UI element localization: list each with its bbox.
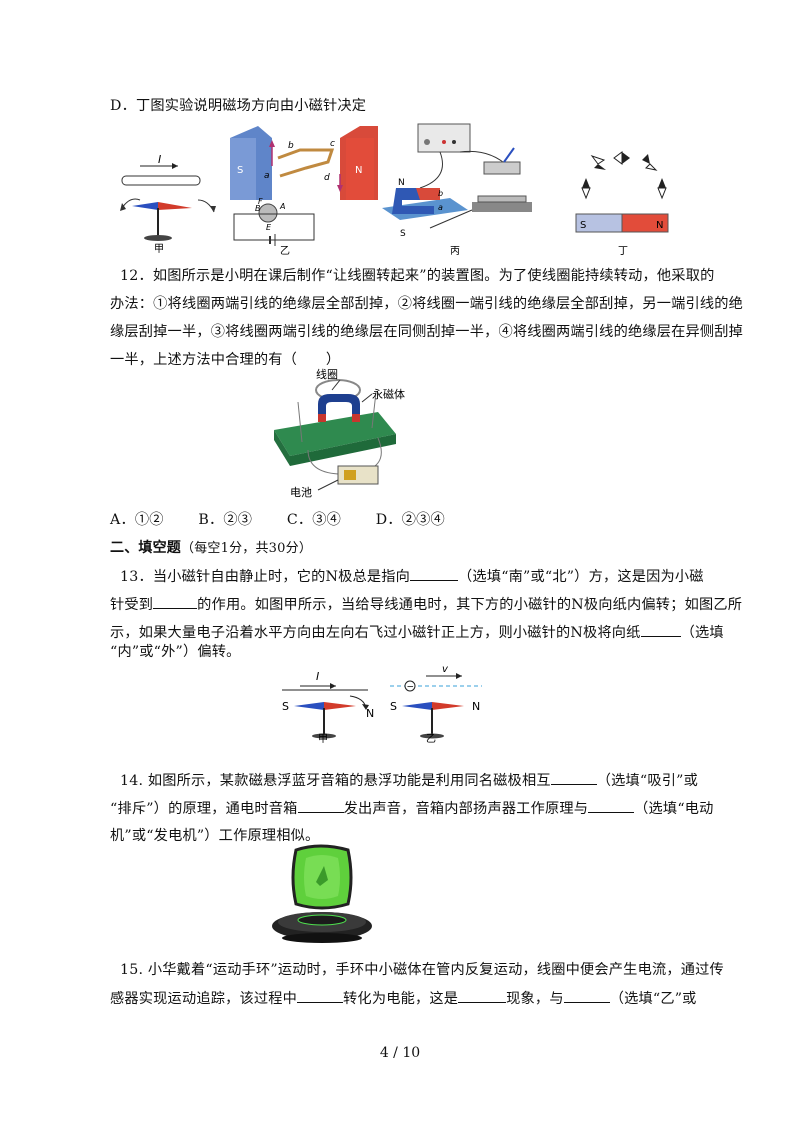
yi-d: d [324, 173, 330, 183]
label-bing: 丙 [450, 246, 460, 257]
q13-figure-yi: − v S N 乙 [390, 664, 482, 744]
q12-line-2: 办法：①将线圈两端引线的绝缘层全部刮掉，②将线圈一端引线的绝缘层全部刮掉，另一端… [110, 296, 744, 312]
q13-blank-1[interactable] [410, 566, 459, 581]
q12-option-d[interactable]: D．②③④ [375, 512, 445, 528]
q13-blank-3[interactable] [640, 622, 681, 637]
q12-line-4: 一半，上述方法中合理的有（ ） [110, 352, 341, 368]
q13-blank-2[interactable] [153, 594, 198, 609]
q15-line-1: 15. 小华戴着“运动手环”运动时，手环中小磁体在管内反复运动，线圈中便会产生电… [120, 962, 724, 978]
q12-figure-coil-device: 线圈 永磁体 电池 [274, 367, 405, 499]
page-number: 4 / 10 [379, 1045, 421, 1061]
yi-n: N [355, 165, 362, 176]
q12-option-b[interactable]: B．②③ [198, 512, 253, 528]
q14-line-2: “排斥”）的原理，通电时音箱发出声音，音箱内部扬声器工作原理与（选填“电动 [110, 798, 714, 819]
battery-label: 电池 [290, 486, 312, 499]
ding-n: N [656, 220, 663, 231]
figure-yi: S N b c a d B F A E 乙 [230, 126, 378, 257]
section2-note: （每空1分，共30分） [181, 541, 313, 556]
ding-s: S [580, 220, 586, 231]
yi-E: E [266, 223, 272, 232]
bing-n: N [398, 178, 405, 188]
q12-options: A．①② B．②③ C．③④ D．②③④ [110, 510, 475, 530]
q14-line-3: 机”或“发电机”）工作原理相似。 [110, 828, 320, 844]
q15-blank-1[interactable] [297, 988, 344, 1003]
q12-line-3: 缘层刮掉一半，③将线圈两端引线的绝缘层在同侧刮掉一半，④将线圈两端引线的绝缘层在… [110, 324, 744, 340]
q15-blank-2[interactable] [458, 988, 507, 1003]
figure-bing: N S b a 丙 [382, 123, 532, 257]
bing-s: S [400, 229, 406, 239]
yi-c: c [330, 139, 335, 149]
yi-s: S [237, 165, 243, 176]
yi-F: F [258, 197, 263, 206]
q13-jia-n: N [366, 707, 374, 720]
magnet-label: 永磁体 [372, 387, 405, 401]
q13-electron: − [407, 683, 415, 693]
bing-b: b [438, 189, 443, 198]
q13-jia-current: I [316, 670, 319, 683]
q15-blank-3[interactable] [563, 988, 610, 1003]
yi-A: A [279, 202, 285, 211]
q14-blank-1[interactable] [550, 770, 597, 785]
q15-line-2: 感器实现运动追踪，该过程中转化为电能，这是现象，与（选填“乙”或 [110, 988, 697, 1009]
q14-blank-2[interactable] [297, 798, 344, 813]
jia-current-label: I [158, 153, 161, 166]
q13-yi-s: S [390, 700, 397, 713]
q13-figure-jia: I S N 甲 [282, 670, 374, 744]
q12-option-c[interactable]: C．③④ [286, 512, 342, 528]
section2-title: 二、填空题 [110, 540, 181, 556]
q13-line-1: 13．当小磁针自由静止时，它的N极总是指向（选填“南”或“北”）方，这是因为小磁 [120, 566, 704, 587]
figure-ding: S N 丁 [575, 151, 669, 257]
q13-jia-label: 甲 [318, 734, 328, 744]
q13-yi-v: v [442, 664, 449, 675]
coil-label: 线圈 [316, 367, 338, 381]
q12-line-1: 12．如图所示是小明在课后制作“让线圈转起来”的装置图。为了使线圈能持续转动，他… [120, 268, 715, 284]
q11-figures: I 甲 S N b c a d [120, 123, 669, 257]
q12-option-a[interactable]: A．①② [110, 512, 164, 528]
q13-line-3: 示，如果大量电子沿着水平方向由左向右飞过小磁针正上方，则小磁针的N极将向纸（选填 [110, 622, 724, 643]
label-yi: 乙 [280, 245, 290, 257]
q13-jia-s: S [282, 700, 289, 713]
yi-B: B [255, 204, 261, 213]
q13-yi-label: 乙 [426, 733, 436, 744]
label-ding: 丁 [618, 246, 628, 257]
figure-jia: I 甲 [120, 153, 216, 255]
bing-a: a [438, 203, 443, 212]
q13-line-2: 针受到的作用。如图甲所示，当给导线通电时，其下方的小磁针的N极向纸内偏转；如图乙… [110, 594, 742, 615]
yi-b: b [288, 141, 294, 151]
label-jia: 甲 [154, 244, 164, 255]
yi-a: a [264, 171, 270, 181]
q13-yi-n: N [472, 700, 480, 713]
q13-figure-compass: I S N 甲 − v S N 乙 [282, 664, 482, 744]
q11-option-d: D．丁图实验说明磁场方向由小磁针决定 [110, 98, 367, 114]
q14-blank-3[interactable] [588, 798, 635, 813]
section2-heading: 二、填空题（每空1分，共30分） [110, 538, 312, 559]
q14-figure-speaker [272, 844, 372, 943]
q13-line-4: “内”或“外”）偏转。 [110, 644, 241, 660]
q14-line-1: 14. 如图所示，某款磁悬浮蓝牙音箱的悬浮功能是利用同名磁极相互（选填“吸引”或 [120, 770, 698, 791]
